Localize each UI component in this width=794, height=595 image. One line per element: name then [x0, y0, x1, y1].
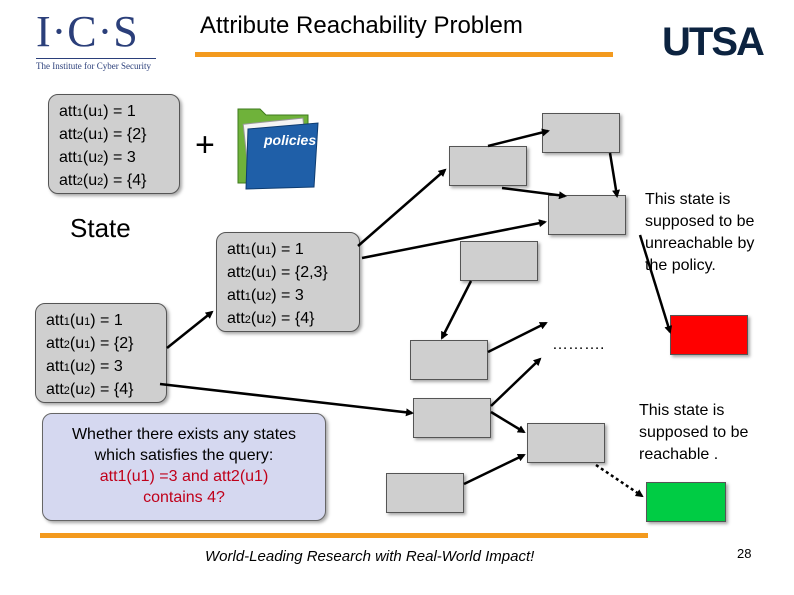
state-node-6 [413, 398, 491, 438]
slide-title: Attribute Reachability Problem [200, 12, 523, 39]
current-state-box: att1(u1) = 1 att2(u1) = {2} att1(u2) = 3… [35, 303, 167, 403]
query-line-4: contains 4? [143, 489, 225, 506]
next-state-box: att1(u1) = 1 att2(u1) = {2,3} att1(u2) =… [216, 232, 360, 332]
arrow-node6-to-dots [490, 357, 542, 407]
arrow-node2-to-node1 [487, 128, 550, 148]
state-node-4 [460, 241, 538, 281]
current-state-line-1: att1(u1) = 1 [46, 312, 123, 329]
query-line-3: att1(u1) =3 and att2(u1) [99, 468, 269, 485]
arrow-node1-to-node3 [608, 152, 620, 198]
footer-tagline: World-Leading Research with Real-World I… [205, 548, 535, 565]
utsa-logo: UTSA [662, 20, 765, 64]
initial-state-line-3: att1(u2) = 3 [59, 149, 136, 166]
page-number: 28 [737, 546, 752, 561]
state-node-3 [548, 195, 626, 235]
current-state-line-2: att2(u1) = {2} [46, 335, 134, 352]
arrow-node8-to-node7 [463, 453, 526, 486]
policies-folder-label: policies [263, 132, 316, 148]
reachable-note-line-1: This state is [639, 402, 725, 419]
arrow-node5-to-dots [487, 321, 548, 354]
current-state-line-3: att1(u2) = 3 [46, 358, 123, 375]
state-node-8 [386, 473, 464, 513]
unreachable-note-line-3: unreachable by [645, 235, 755, 252]
initial-state-line-4: att2(u2) = {4} [59, 172, 147, 189]
arrow-current-to-next [166, 310, 214, 349]
initial-state-box: att1(u1) = 1 att2(u1) = {2} att1(u2) = 3… [48, 94, 180, 194]
state-node-2 [449, 146, 527, 186]
ics-logo: I·C·S The Institute for Cyber Security [36, 8, 156, 76]
reachable-note-line-3: reachable . [639, 446, 719, 463]
arrow-next-to-node2 [357, 168, 447, 247]
ellipsis-label: ………. [552, 336, 605, 353]
reachable-note-line-2: supposed to be [639, 424, 749, 441]
footer-bar [40, 533, 648, 538]
arrow-next-to-node3 [361, 219, 547, 260]
arrow-node3-to-unreachable [638, 234, 673, 334]
state-label: State [70, 213, 131, 243]
state-node-7 [527, 423, 605, 463]
initial-state-line-1: att1(u1) = 1 [59, 103, 136, 120]
unreachable-state-node [670, 315, 748, 355]
next-state-line-3: att1(u2) = 3 [227, 287, 304, 304]
arrow-node7-to-reachable [595, 463, 644, 498]
next-state-line-4: att2(u2) = {4} [227, 310, 315, 327]
arrow-node6-to-node7 [490, 410, 526, 434]
state-node-5 [410, 340, 488, 380]
current-state-line-4: att2(u2) = {4} [46, 381, 134, 398]
reachable-note: This state is supposed to be reachable . [639, 400, 748, 466]
initial-state-line-2: att2(u1) = {2} [59, 126, 147, 143]
next-state-line-1: att1(u1) = 1 [227, 241, 304, 258]
arrow-current-to-node6 [159, 382, 414, 417]
arrow-node4-to-node5 [440, 280, 473, 340]
query-line-2: which satisfies the query: [94, 447, 274, 464]
unreachable-note-line-2: supposed to be [645, 213, 755, 230]
arrow-node2-to-node3 [501, 186, 567, 200]
ics-logo-subtitle: The Institute for Cyber Security [36, 58, 156, 71]
next-state-line-2: att2(u1) = {2,3} [227, 264, 328, 281]
plus-symbol: + [195, 126, 215, 164]
unreachable-note: This state is supposed to be unreachable… [645, 189, 754, 277]
query-line-1: Whether there exists any states [71, 426, 297, 443]
ics-logo-text: I·C·S [36, 7, 139, 56]
unreachable-note-line-1: This state is [645, 191, 731, 208]
policies-folder-icon: policies [237, 108, 319, 190]
reachable-state-node [646, 482, 726, 522]
unreachable-note-line-4: the policy. [645, 257, 716, 274]
query-box: Whether there exists any states which sa… [42, 413, 326, 521]
title-underline [195, 52, 613, 57]
state-node-1 [542, 113, 620, 153]
